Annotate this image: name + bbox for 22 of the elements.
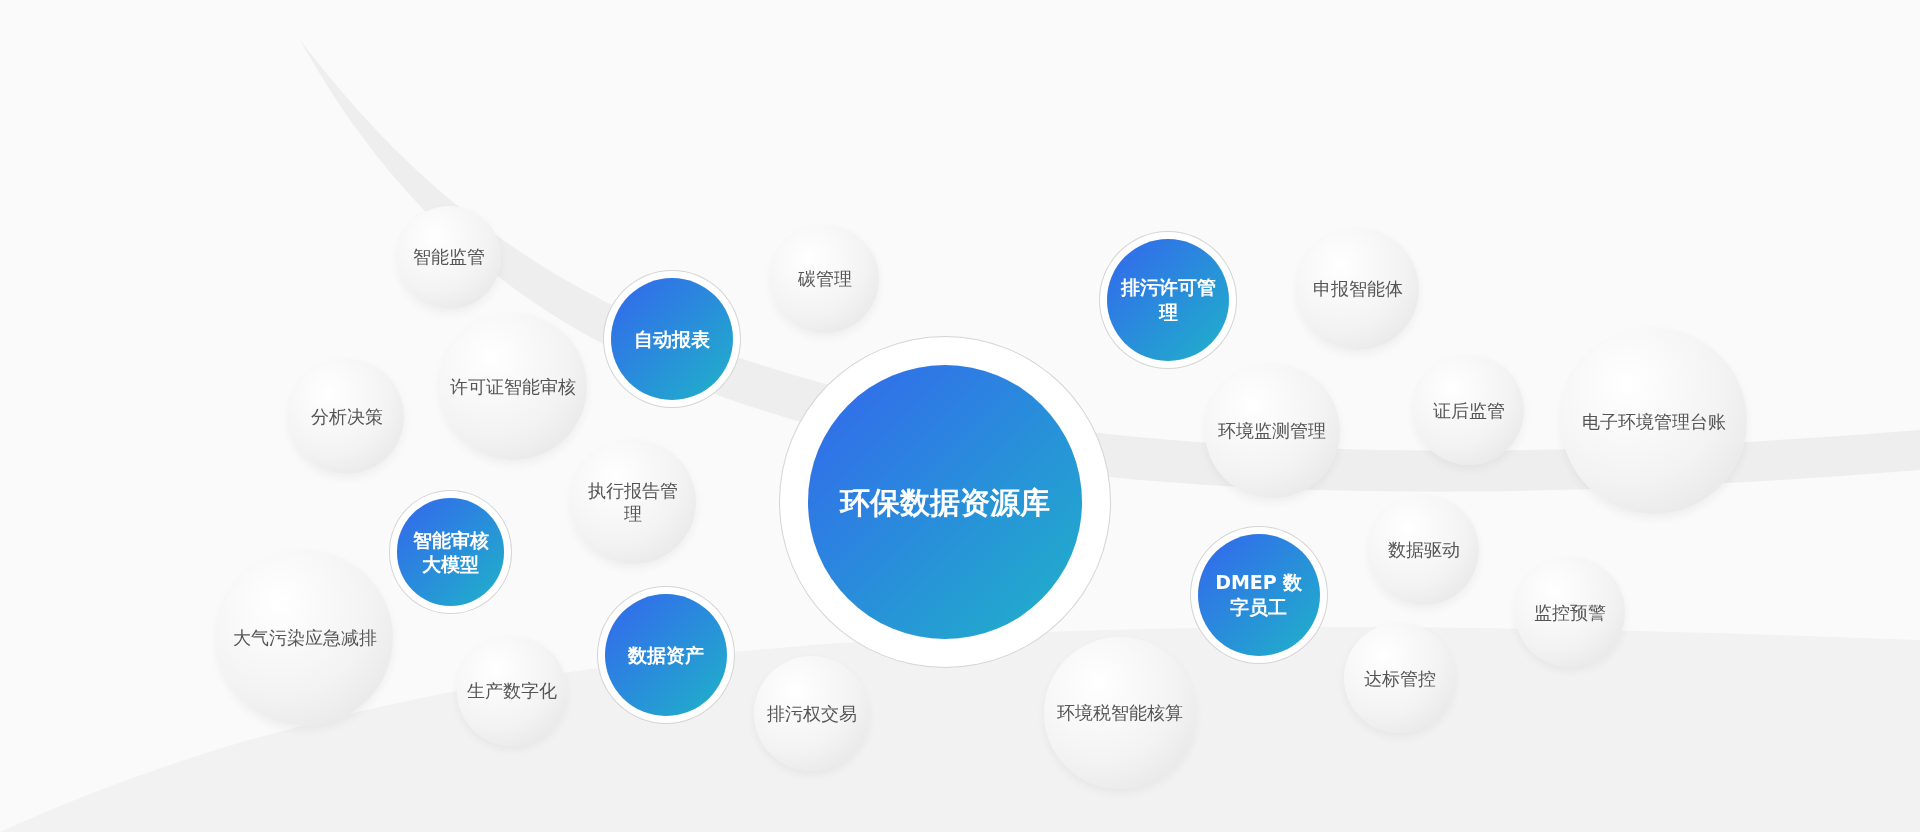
- bubble-label: 排污许可管理: [1119, 275, 1217, 325]
- bubble-label: 排污权交易: [765, 702, 858, 726]
- bubble-label: 申报智能体: [1311, 277, 1404, 301]
- bubble-label: 数据驱动: [1387, 538, 1462, 562]
- bubble-label: 环境税智能核算: [1056, 700, 1185, 725]
- bubble-label: 分析决策: [309, 404, 384, 428]
- bubble-label: 许可证智能审核: [449, 375, 578, 399]
- bubble-label: 证后监管: [1432, 398, 1507, 422]
- bubble-label: 达标管控: [1362, 666, 1437, 691]
- bubble-label: DMEP 数字员工: [1214, 570, 1304, 620]
- bubble-label: 数据资产: [627, 642, 706, 668]
- bubble-label: 生产数字化: [465, 678, 558, 703]
- bubble-label: 碳管理: [797, 267, 854, 291]
- bubble-label: 监控预警: [1532, 600, 1607, 624]
- bubble-label: 智能监管: [412, 245, 487, 269]
- bubble-label: 自动报表: [633, 326, 712, 352]
- bubble-label: 智能审核大模型: [411, 527, 490, 577]
- bubble-label: 电子环境管理台账: [1581, 409, 1728, 433]
- bubble-label: 大气污染应急减排: [231, 626, 378, 650]
- bubble-label: 环境监测管理: [1217, 419, 1328, 443]
- bubble-label: 环保数据资源库: [838, 483, 1052, 522]
- bubble-label: 执行报告管理: [587, 478, 680, 526]
